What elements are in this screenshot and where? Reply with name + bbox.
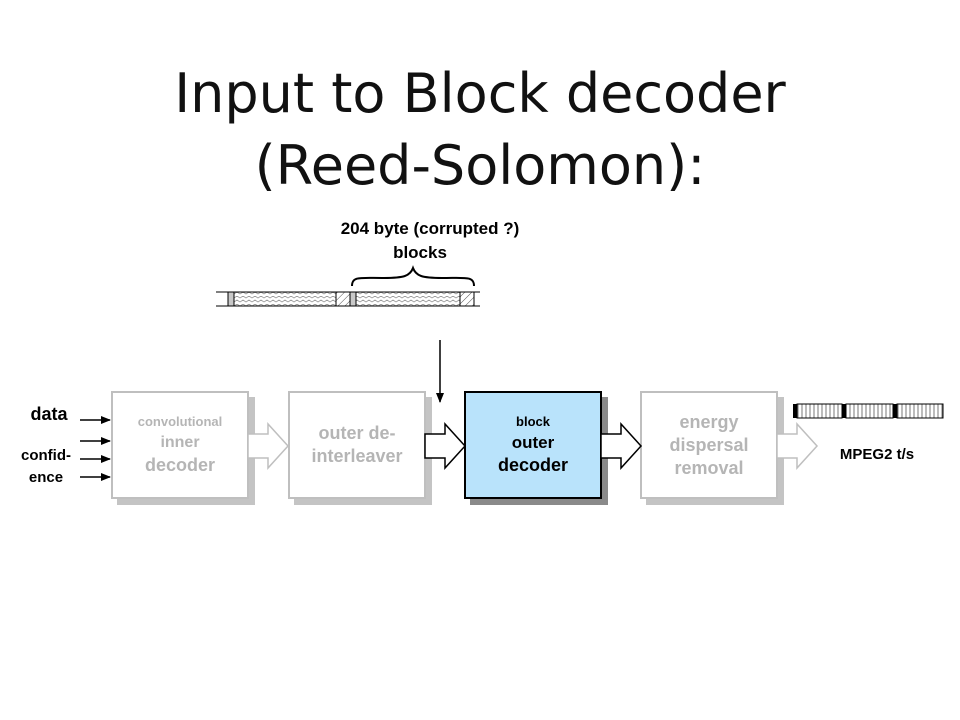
mpeg2-packet-stream — [793, 403, 944, 419]
title-line-1: Input to Block decoder — [174, 62, 786, 125]
block-brace — [351, 265, 475, 287]
block-3-line-2: outer — [511, 433, 555, 452]
block-2-line-1: outer de- — [318, 423, 396, 443]
input-label-data: data — [30, 404, 68, 424]
convolutional-inner-decoder-block: convolutional inner decoder — [111, 391, 249, 499]
block-1-line-1: convolutional — [137, 414, 223, 429]
output-label: MPEG2 t/s — [839, 446, 915, 463]
block-4-line-3: removal — [674, 457, 744, 478]
input-label-confidence-1: confid- — [21, 447, 71, 464]
flow-arrow-3 — [600, 422, 643, 470]
slide-title: Input to Block decoder (Reed-Solomon): — [0, 58, 960, 202]
corrupted-block-stream — [216, 291, 480, 307]
block-1-line-2: inner — [160, 434, 200, 451]
input-label-confidence-2: ence — [28, 469, 64, 486]
block-3-line-3: decoder — [497, 455, 569, 475]
block-outer-decoder-block: block outer decoder — [464, 391, 602, 499]
flow-arrow-2 — [424, 422, 467, 470]
block-1-line-3: decoder — [144, 455, 216, 475]
block-2-line-2: interleaver — [311, 446, 403, 466]
annotation-line-1: 204 byte (corrupted ?) — [340, 219, 520, 238]
block-4-line-1: energy — [679, 411, 739, 432]
block-3-line-1: block — [516, 414, 550, 429]
block-4-line-2: dispersal — [669, 434, 749, 455]
flow-arrow-1 — [247, 422, 290, 470]
annotation-line-2: blocks — [393, 243, 447, 262]
flow-arrow-4 — [776, 422, 819, 470]
title-line-2: (Reed-Solomon): — [254, 134, 706, 197]
energy-dispersal-removal-block: energy dispersal removal — [640, 391, 778, 499]
